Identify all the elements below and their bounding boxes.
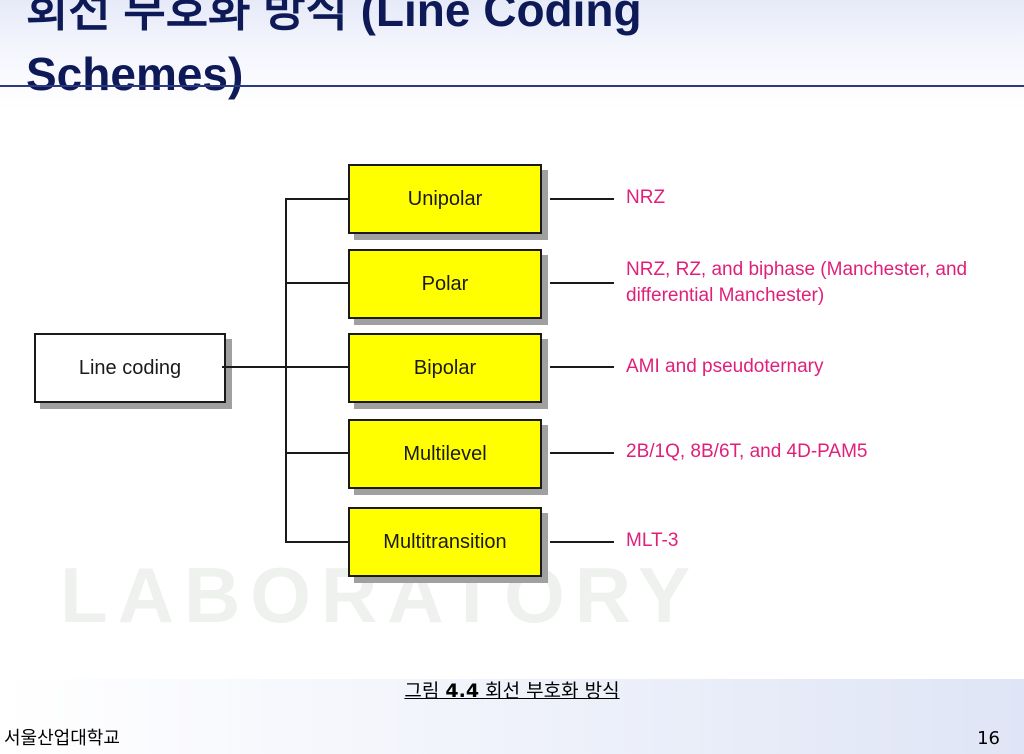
desc-connector-unipolar xyxy=(550,198,614,200)
trunk-line xyxy=(285,198,287,542)
category-multilevel: Multilevel xyxy=(348,419,542,489)
category-label: Bipolar xyxy=(413,356,477,379)
page-number: 16 xyxy=(977,728,1000,749)
title-band xyxy=(0,0,1024,110)
category-multitransition: Multitransition xyxy=(348,507,542,577)
caption-prefix: 그림 xyxy=(404,680,440,702)
description-polar: NRZ, RZ, and biphase (Manchester, and di… xyxy=(626,259,968,306)
footer-band xyxy=(0,679,1024,754)
caption-number: 4.4 xyxy=(445,680,480,702)
category-label: Multitransition xyxy=(383,530,507,553)
branch-multitransition xyxy=(285,541,348,543)
desc-connector-bipolar xyxy=(550,366,614,368)
caption-text: 회선 부호화 방식 xyxy=(485,680,620,702)
slide-title: 회선 부호화 방식 (Line Coding Schemes) xyxy=(26,0,642,100)
desc-connector-polar xyxy=(550,282,614,284)
title-underline xyxy=(0,85,1024,87)
description-unipolar: NRZ xyxy=(626,187,666,208)
category-polar: Polar xyxy=(348,249,542,319)
branch-bipolar xyxy=(285,366,348,368)
category-label: Polar xyxy=(421,272,469,295)
branch-multilevel xyxy=(285,452,348,454)
figure-caption: 그림 4.4 회선 부호화 방식 xyxy=(0,676,1024,703)
category-bipolar: Bipolar xyxy=(348,333,542,403)
description-multilevel: 2B/1Q, 8B/6T, and 4D-PAM5 xyxy=(626,441,868,462)
branch-unipolar xyxy=(285,198,348,200)
category-label: Unipolar xyxy=(407,187,483,210)
description-multitransition: MLT-3 xyxy=(626,530,679,551)
root-connector xyxy=(222,366,286,368)
category-unipolar: Unipolar xyxy=(348,164,542,234)
root-node-label: Line coding xyxy=(78,356,182,379)
footer-institution: 서울산업대학교 xyxy=(4,728,120,749)
root-node-line-coding: Line coding xyxy=(34,333,226,403)
desc-connector-multitransition xyxy=(550,541,614,543)
desc-connector-multilevel xyxy=(550,452,614,454)
description-bipolar: AMI and pseudoternary xyxy=(626,356,824,377)
category-label: Multilevel xyxy=(403,442,487,465)
branch-polar xyxy=(285,282,348,284)
